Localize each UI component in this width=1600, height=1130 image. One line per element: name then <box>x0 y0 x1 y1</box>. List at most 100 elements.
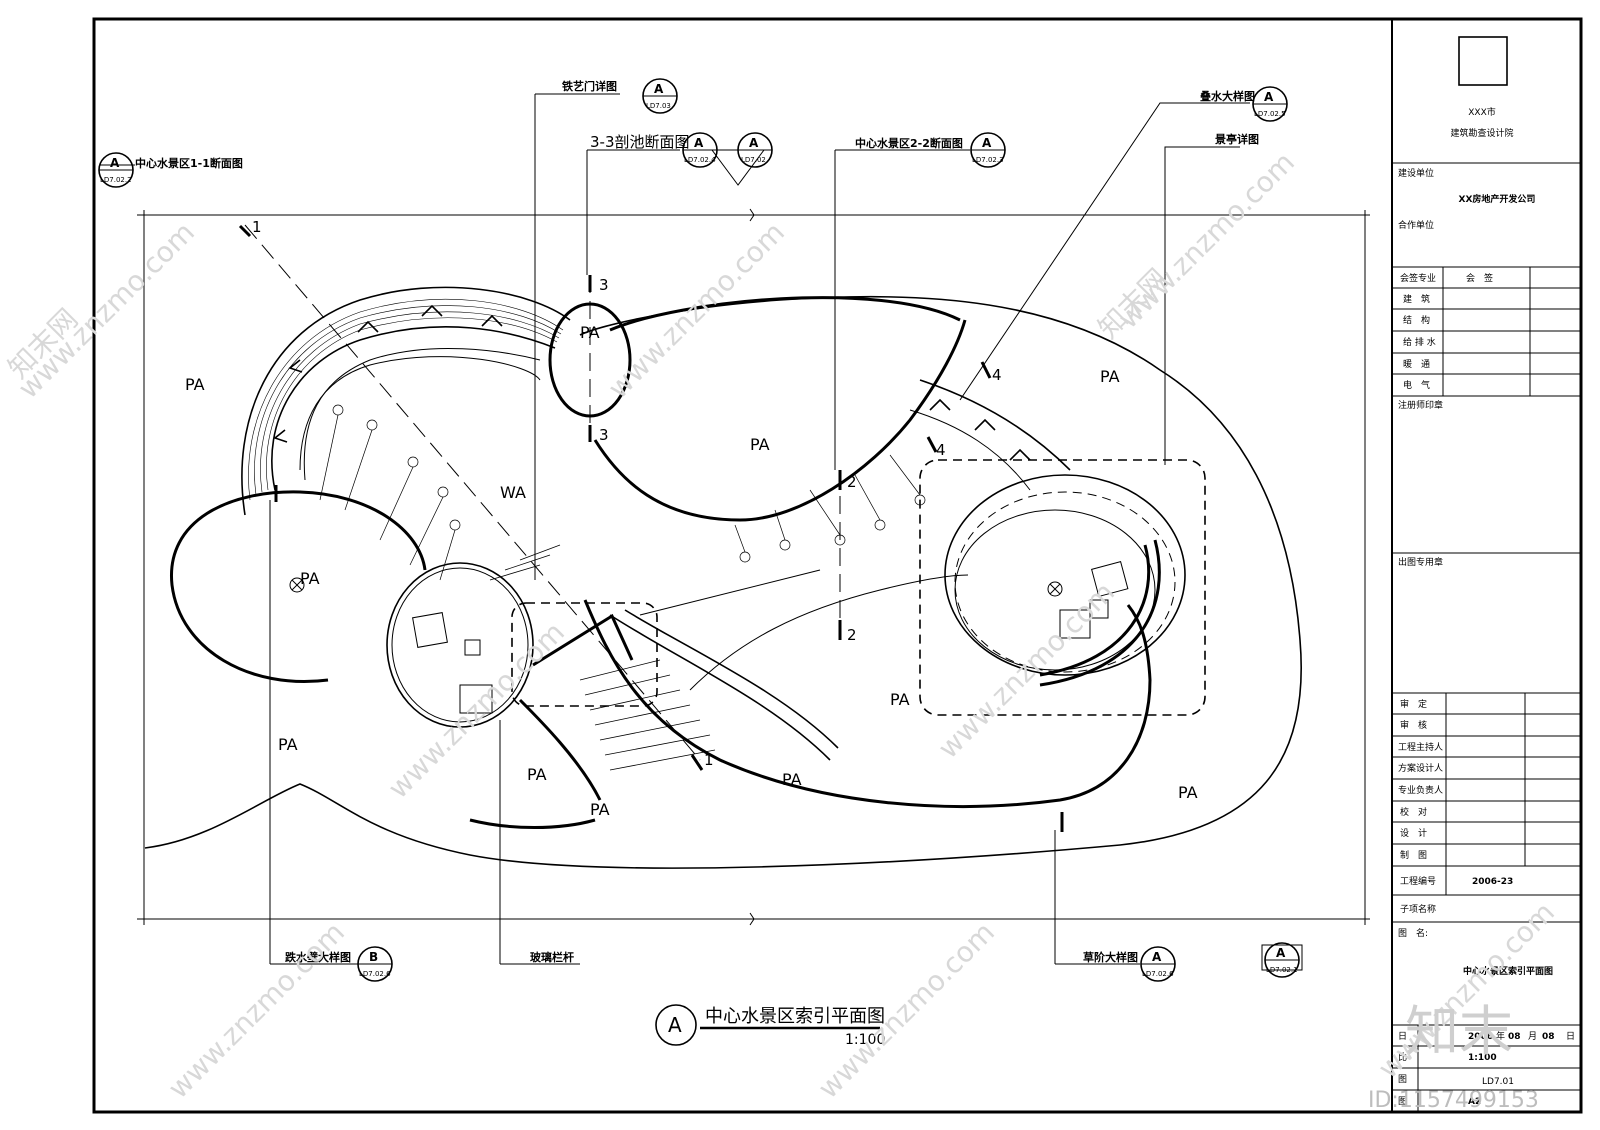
svg-text:暖 通: 暖 通 <box>1403 358 1430 370</box>
section-tick-4 <box>980 361 992 379</box>
right-ring-outer <box>919 379 1071 471</box>
svg-text:图: 图 <box>1398 1096 1407 1107</box>
area-labels: PA PA PA PA PA PA PA PA PA PA WA <box>185 323 1198 819</box>
svg-text:叠水大样图: 叠水大样图 <box>1200 89 1255 103</box>
area-label: PA <box>750 435 770 454</box>
area-label: PA <box>580 323 600 342</box>
watermark-text: www.znzmo.com <box>12 216 201 405</box>
svg-text:设 计: 设 计 <box>1400 827 1427 839</box>
right-step-arrows <box>929 398 1031 461</box>
svg-text:会签专业: 会签专业 <box>1400 272 1436 284</box>
svg-text:2006-23: 2006-23 <box>1472 877 1513 887</box>
section-number: 4 <box>992 366 1002 384</box>
lower-left-lobe <box>518 698 602 801</box>
step-arrows <box>273 304 503 443</box>
area-label: PA <box>300 569 320 588</box>
svg-text:草阶大样图: 草阶大样图 <box>1083 950 1138 964</box>
svg-text:日: 日 <box>1566 1031 1575 1042</box>
section-tick-1b <box>690 754 704 771</box>
svg-text:XX房地产开发公司: XX房地产开发公司 <box>1459 193 1536 205</box>
svg-text:LD7.01: LD7.01 <box>1482 1077 1514 1087</box>
central-round-deck-inner <box>391 567 529 723</box>
watermark-logo: 知末 <box>1405 1000 1513 1063</box>
svg-text:XXX市: XXX市 <box>1468 106 1496 118</box>
watermark-text: www.znzmo.com <box>602 216 791 405</box>
svg-text:工程编号: 工程编号 <box>1400 875 1436 887</box>
section-number: 1 <box>252 218 262 236</box>
svg-text:月: 月 <box>1528 1031 1537 1042</box>
lower-water-channel-inner <box>689 574 969 691</box>
callout-glass-railing: 玻璃栏杆 <box>530 950 574 964</box>
svg-text:A: A <box>668 1013 682 1037</box>
bridge <box>609 609 839 761</box>
pavilion-bench <box>1039 539 1161 687</box>
svg-text:A2: A2 <box>1468 1097 1481 1107</box>
svg-text:中心水景区2-2断面图: 中心水景区2-2断面图 <box>855 136 963 150</box>
logo-box <box>1458 36 1508 86</box>
break-mark <box>749 912 755 926</box>
area-label: PA <box>1178 783 1198 802</box>
svg-text:景亭详图: 景亭详图 <box>1214 132 1259 146</box>
watermark-text: www.znzmo.com <box>162 916 351 1105</box>
svg-text:注册师印章: 注册师印章 <box>1398 399 1443 411</box>
svg-text:工程主持人: 工程主持人 <box>1398 741 1443 753</box>
svg-text:图: 图 <box>1398 1074 1407 1085</box>
svg-text:B: B <box>369 950 378 964</box>
svg-text:电 气: 电 气 <box>1403 379 1430 391</box>
watermark-id: ID:1157499153 <box>1368 1088 1539 1113</box>
area-label: PA <box>782 770 802 789</box>
outer-lawn-boundary <box>144 295 1302 869</box>
svg-text:LD7.02.1: LD7.02.1 <box>1266 966 1298 974</box>
svg-text:给 排 水: 给 排 水 <box>1403 336 1436 348</box>
svg-text:LD7.02.5: LD7.02.5 <box>1254 110 1286 118</box>
svg-text:合作单位: 合作单位 <box>1398 219 1434 231</box>
dashed-detail-box-left <box>511 602 658 707</box>
stair-steps <box>489 544 716 771</box>
callout-triangle-ref: A LD7.02 <box>711 132 773 186</box>
svg-text:审 定: 审 定 <box>1400 698 1427 710</box>
callout-section-3-3: 3-3剖池断面图 A LD7.02.4 <box>590 132 718 168</box>
svg-text:子项名称: 子项名称 <box>1400 903 1436 915</box>
glass-railing <box>532 613 634 667</box>
section-number: 4 <box>936 441 946 459</box>
svg-text:中心水景区索引平面图: 中心水景区索引平面图 <box>705 1006 885 1027</box>
svg-text:A: A <box>694 136 704 150</box>
section-line-1-1 <box>244 224 701 761</box>
svg-text:图 名:: 图 名: <box>1398 927 1428 939</box>
pavilion-seat <box>1059 609 1091 639</box>
svg-text:方案设计人: 方案设计人 <box>1398 762 1443 774</box>
section-number: 2 <box>847 626 857 644</box>
svg-text:08: 08 <box>1542 1032 1555 1042</box>
callout-north-ref: A LD7.02.1 <box>1261 942 1303 978</box>
pavilion-deck <box>954 509 1156 671</box>
section-tick-4b <box>926 436 938 453</box>
pavilion-center-mark <box>1047 581 1063 597</box>
svg-text:08: 08 <box>1508 1032 1521 1042</box>
svg-text:1:100: 1:100 <box>845 1032 885 1048</box>
pavilion-platform-inner <box>954 491 1176 673</box>
area-label: PA <box>527 765 547 784</box>
dashed-detail-box-right <box>919 459 1206 716</box>
title-block: XXX市 建筑勘查设计院 建设单位 XX房地产开发公司 合作单位 会签专业 会 … <box>1391 19 1581 1112</box>
deck-furniture <box>412 612 448 648</box>
svg-text:LD7.02.6: LD7.02.6 <box>1142 970 1174 978</box>
deck-furniture <box>464 639 481 656</box>
pavilion-seat <box>1091 561 1129 598</box>
svg-text:专业负责人: 专业负责人 <box>1398 784 1443 796</box>
svg-text:LD7.02.3: LD7.02.3 <box>972 156 1004 164</box>
plan-drawing <box>100 93 1370 965</box>
section-number: 3 <box>599 426 609 444</box>
callout-pavilion: 景亭详图 <box>1214 132 1259 146</box>
svg-text:A: A <box>654 82 664 96</box>
svg-text:3-3剖池断面图: 3-3剖池断面图 <box>590 133 690 151</box>
section-number: 1 <box>704 751 714 769</box>
svg-text:建设单位: 建设单位 <box>1398 167 1434 179</box>
svg-text:A: A <box>982 136 992 150</box>
svg-text:A: A <box>1276 946 1286 960</box>
section-number: 2 <box>847 473 857 491</box>
middle-lobe-boundary <box>593 296 967 522</box>
pavilion-seat <box>1089 599 1109 619</box>
callout-iron-gate: 铁艺门详图 A LD7.03 <box>562 78 678 114</box>
section-numbers: 1 1 2 2 3 3 4 4 <box>252 218 1002 769</box>
svg-text:A: A <box>749 136 759 150</box>
